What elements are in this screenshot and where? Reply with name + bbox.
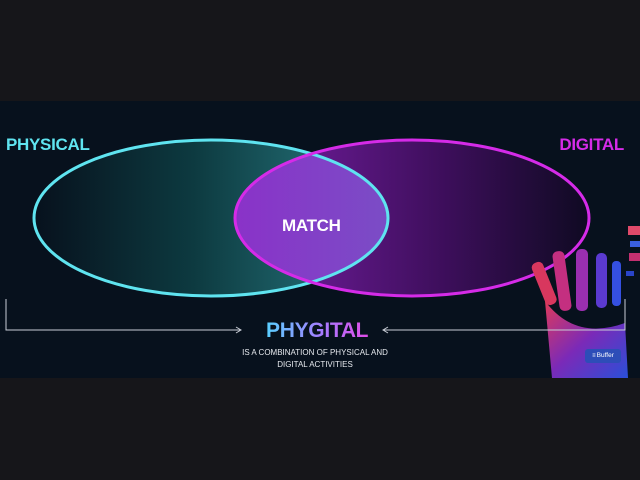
left-arrow [5,299,242,334]
buffer-stack-icon: ≡ [592,353,596,359]
match-label: MATCH [282,216,341,235]
phygital-description: IS A COMBINATION OF PHYSICAL AND DIGITAL… [225,347,405,371]
description-line-2: DIGITAL ACTIVITIES [277,360,353,369]
digital-ellipse-outline [233,138,591,298]
match-overlap [235,140,388,296]
digital-label: DIGITAL [559,135,624,154]
phygital-banner: PHYSICAL DIGITAL MATCH PHYGITAL IS A COM… [0,101,640,378]
physical-label: PHYSICAL [6,135,90,154]
buffer-badge[interactable]: ≡Buffer [585,349,621,363]
physical-ellipse-outline [32,138,390,298]
description-line-1: IS A COMBINATION OF PHYSICAL AND [242,348,388,357]
right-arrow [382,299,626,334]
phygital-title: PHYGITAL [266,319,369,342]
buffer-badge-label: Buffer [596,352,614,359]
venn-diagram [5,138,640,378]
